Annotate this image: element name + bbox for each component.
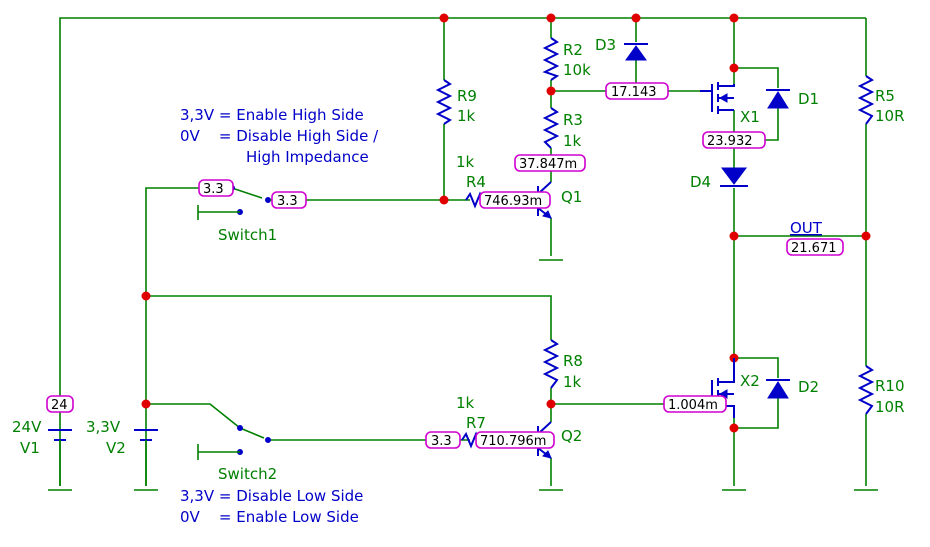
resistor-r5 [857, 75, 875, 125]
mosfet-x1 [700, 82, 735, 114]
note-low-line1: 3,3V = Disable Low Side [180, 487, 363, 505]
label-r3: R3 [563, 111, 583, 129]
probe-x1-source: 23.932 [702, 131, 766, 149]
value-r10: 10R [875, 398, 905, 416]
switch-2 [197, 425, 271, 460]
label-v1: V1 [20, 439, 40, 457]
probe-x2-gate: 1.004m [663, 395, 727, 413]
label-v2: V2 [106, 439, 126, 457]
diode-d1 [766, 89, 790, 109]
resistor-r3 [542, 107, 560, 149]
value-r5: 10R [875, 107, 905, 125]
label-r5: R5 [875, 87, 895, 105]
label-x1: X1 [740, 108, 760, 126]
svg-text:1.004m: 1.004m [668, 398, 718, 413]
ground-symbols [48, 259, 878, 491]
label-q2: Q2 [561, 427, 582, 445]
label-r4: R4 [466, 173, 486, 191]
notes: 3,3V = Enable High Side 0V = Disable Hig… [180, 106, 379, 526]
label-r2: R2 [563, 41, 583, 59]
note-low-line2: 0V = Enable Low Side [180, 508, 359, 526]
value-r2: 10k [563, 61, 591, 79]
probe-out: 21.671 [786, 238, 844, 256]
svg-text:710.796m: 710.796m [480, 434, 546, 449]
svg-text:3.3: 3.3 [431, 434, 452, 449]
svg-text:17.143: 17.143 [611, 85, 657, 100]
label-d2: D2 [798, 378, 819, 396]
label-q1: Q1 [561, 188, 582, 206]
label-d4: D4 [690, 173, 711, 191]
value-r3: 1k [563, 132, 582, 150]
probe-sw1-in: 3.3 [198, 179, 234, 197]
diode-d4 [720, 167, 748, 187]
value-r9: 1k [457, 107, 476, 125]
probe-q2-base: 710.796m [475, 431, 555, 449]
resistor-r9 [435, 79, 453, 125]
resistor-r2 [542, 37, 560, 81]
value-r7: 1k [456, 394, 475, 412]
note-high-line1: 3,3V = Enable High Side [180, 106, 364, 124]
label-x2: X2 [740, 372, 760, 390]
resistor-r10 [857, 365, 875, 415]
probe-q1-collector: 37.847m [514, 154, 586, 172]
label-d3: D3 [595, 36, 616, 54]
probe-x1-gate: 17.143 [605, 82, 669, 100]
svg-text:23.932: 23.932 [707, 134, 753, 149]
value-r8: 1k [563, 373, 582, 391]
probe-sw1-out: 3.3 [271, 191, 307, 209]
label-switch2: Switch2 [218, 465, 277, 483]
resistor-r8 [542, 339, 560, 389]
svg-text:3.3: 3.3 [203, 182, 224, 197]
probe-v1: 24 [46, 395, 74, 413]
label-d1: D1 [798, 90, 819, 108]
svg-text:3.3: 3.3 [277, 194, 298, 209]
note-high-line2: 0V = Disable High Side / [180, 127, 379, 145]
svg-text:37.847m: 37.847m [519, 157, 577, 172]
svg-text:21.671: 21.671 [791, 241, 837, 256]
component-labels: R9 1k R2 10k R3 1k 1k R4 R5 10R R8 1k 1k… [12, 36, 905, 483]
value-v1: 24V [12, 418, 42, 436]
label-r10: R10 [875, 377, 905, 395]
label-r7: R7 [466, 414, 486, 432]
svg-text:746.93m: 746.93m [484, 194, 542, 209]
value-r4: 1k [456, 153, 475, 171]
label-switch1: Switch1 [218, 226, 277, 244]
svg-text:24: 24 [51, 398, 68, 413]
label-out: OUT [790, 219, 823, 237]
probe-q1-base: 746.93m [479, 191, 551, 209]
label-r9: R9 [457, 87, 477, 105]
junction-dots [141, 13, 871, 433]
diode-d2 [766, 379, 790, 399]
diode-d3 [624, 43, 648, 61]
note-high-line3: High Impedance [246, 148, 369, 166]
probe-sw2-out: 3.3 [425, 431, 461, 449]
value-v2: 3,3V [86, 418, 121, 436]
label-r8: R8 [563, 352, 583, 370]
